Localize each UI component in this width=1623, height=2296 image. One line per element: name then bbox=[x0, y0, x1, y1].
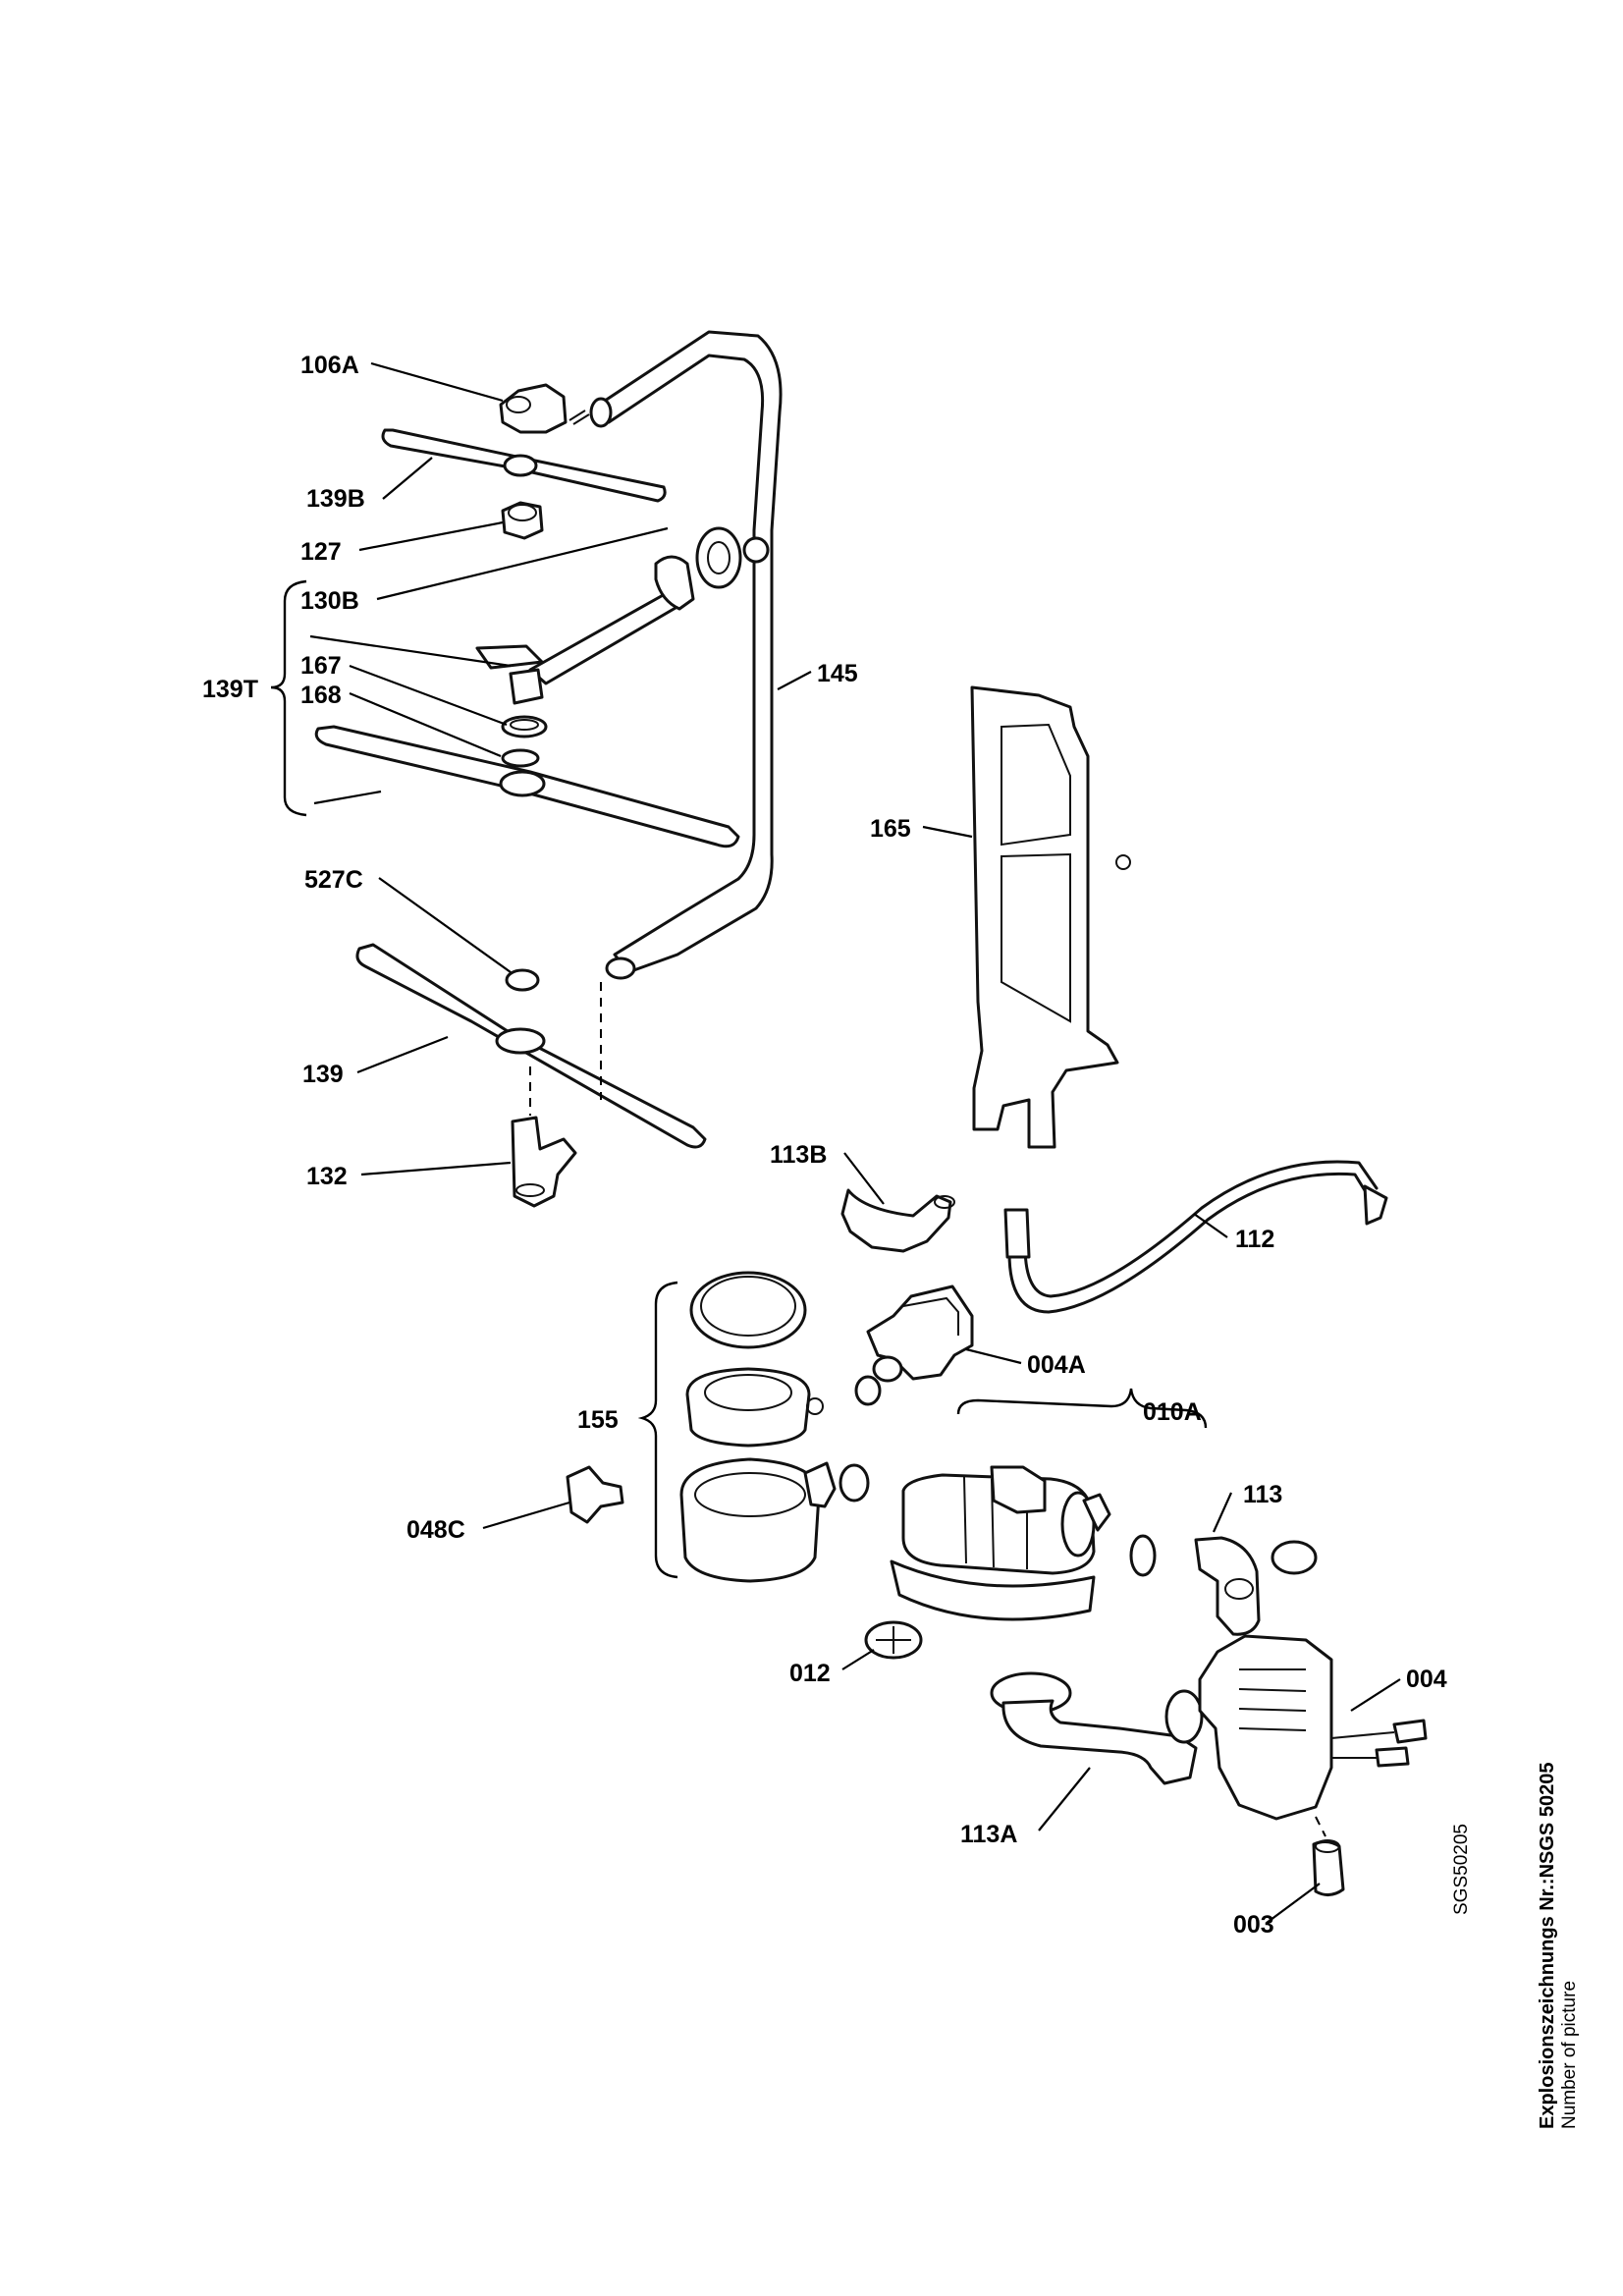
holder-132 bbox=[511, 1116, 577, 1208]
label-139T: 139T bbox=[202, 676, 258, 703]
label-048C: 048C bbox=[406, 1516, 465, 1544]
leader-003 bbox=[1266, 1883, 1321, 1924]
cap-527C bbox=[505, 968, 540, 992]
brace-155 bbox=[637, 1281, 678, 1579]
leader-139 bbox=[356, 1035, 449, 1074]
nut-127 bbox=[501, 501, 544, 540]
label-010A: 010A bbox=[1143, 1398, 1202, 1426]
leader-004A bbox=[965, 1347, 1022, 1365]
drawing-code: SGS50205 bbox=[1451, 1824, 1472, 1915]
drawing-subtitle: Number of picture bbox=[1559, 1981, 1580, 2129]
label-004A: 004A bbox=[1027, 1351, 1086, 1379]
leader-132 bbox=[360, 1161, 512, 1176]
circulation-pump-004 bbox=[1198, 1634, 1428, 1821]
connector-pipe-130B bbox=[475, 555, 695, 705]
label-106A: 106A bbox=[300, 352, 359, 379]
label-155: 155 bbox=[577, 1406, 619, 1434]
label-004: 004 bbox=[1406, 1666, 1447, 1693]
hose-113B bbox=[840, 1188, 955, 1253]
leader-112 bbox=[1193, 1213, 1228, 1238]
drain-hose-113A bbox=[990, 1671, 1204, 1785]
label-113A: 113A bbox=[960, 1821, 1017, 1848]
label-145: 145 bbox=[817, 660, 858, 687]
drawing-title: Explosionszeichnungs Nr.:NSGS 50205 bbox=[1537, 1763, 1558, 2129]
label-167: 167 bbox=[300, 652, 342, 680]
brace-139T bbox=[270, 579, 307, 817]
ring-168 bbox=[501, 748, 540, 768]
middle-spray-arm-139T bbox=[314, 725, 740, 848]
leader-113A bbox=[1038, 1767, 1091, 1831]
ring-167 bbox=[501, 715, 548, 738]
label-132: 132 bbox=[306, 1163, 348, 1190]
label-003: 003 bbox=[1233, 1911, 1274, 1939]
leader-167 bbox=[309, 634, 512, 668]
heater-010A bbox=[839, 1463, 1157, 1621]
leader-145 bbox=[777, 671, 812, 690]
sensor-012 bbox=[864, 1620, 923, 1660]
leader-113 bbox=[1212, 1492, 1233, 1533]
frame-165 bbox=[970, 685, 1131, 1149]
supply-pipe-145 bbox=[568, 330, 783, 980]
label-113: 113 bbox=[1243, 1481, 1282, 1508]
leader-527C bbox=[378, 877, 512, 973]
drain-hose-112 bbox=[1003, 1160, 1388, 1314]
leader-139T-arm bbox=[313, 790, 382, 805]
plug-003 bbox=[1312, 1839, 1345, 1896]
label-139B: 139B bbox=[306, 485, 365, 513]
label-527C: 527C bbox=[304, 866, 363, 894]
label-165: 165 bbox=[870, 815, 911, 843]
sump-155 bbox=[679, 1271, 882, 1583]
label-139: 139 bbox=[302, 1061, 344, 1088]
label-012: 012 bbox=[789, 1660, 831, 1687]
label-168: 168 bbox=[300, 682, 342, 709]
leader-127 bbox=[358, 520, 504, 552]
leader-168 bbox=[349, 691, 502, 758]
leader-012 bbox=[841, 1649, 875, 1670]
leader-165 bbox=[922, 825, 973, 839]
leader-106A bbox=[370, 361, 504, 403]
leader-113B bbox=[843, 1152, 885, 1205]
leader-048C bbox=[482, 1501, 570, 1530]
leader-139B bbox=[382, 457, 433, 500]
label-127: 127 bbox=[300, 538, 342, 566]
lower-spray-arm-139 bbox=[355, 943, 707, 1149]
connector-048C bbox=[566, 1465, 624, 1524]
label-112: 112 bbox=[1235, 1226, 1274, 1253]
upper-spray-arm-139B bbox=[381, 428, 667, 503]
leader-004 bbox=[1350, 1678, 1401, 1712]
brace-010A bbox=[956, 1388, 1208, 1429]
label-130B: 130B bbox=[300, 587, 359, 615]
nut-106A bbox=[499, 383, 568, 434]
leader-130B bbox=[376, 526, 669, 601]
leader-167b bbox=[349, 664, 508, 727]
label-113B: 113B bbox=[770, 1141, 827, 1169]
elbow-113 bbox=[1194, 1536, 1318, 1636]
drain-pump-004A bbox=[866, 1285, 974, 1383]
